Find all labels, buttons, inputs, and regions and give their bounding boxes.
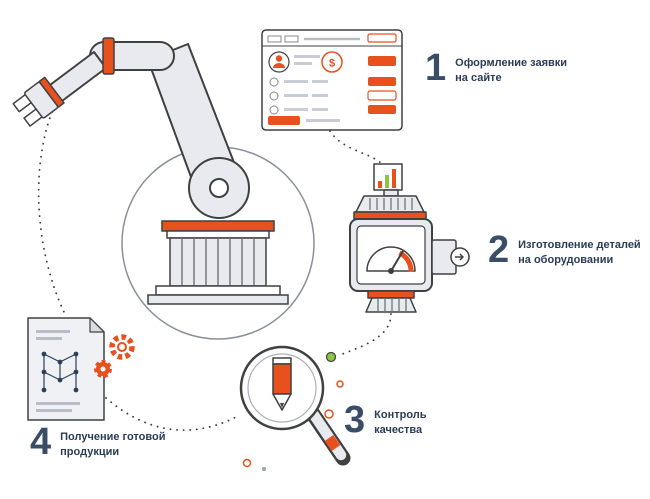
pencil-icon <box>272 357 292 411</box>
arrow-right-icon <box>455 253 464 261</box>
step-2-line2: на оборудовании <box>518 253 614 266</box>
step-2: 2 Изготовление деталей на оборудовании <box>488 229 641 271</box>
step-3: 3 Контроль качества <box>344 399 427 441</box>
magnifier-pencil-icon <box>239 345 351 471</box>
factory-building-icon <box>147 220 289 305</box>
step-1: 1 Оформление заявки на сайте <box>425 47 567 89</box>
step-1-label: Оформление заявки на сайте <box>455 52 567 86</box>
step-3-line2: качества <box>374 423 423 436</box>
step-2-line1: Изготовление деталей <box>518 239 641 251</box>
robot-arm-icon <box>12 37 250 219</box>
order-form-window-icon: $ <box>261 29 403 131</box>
step-3-number: 3 <box>344 399 366 441</box>
dotted-connectors <box>37 111 392 431</box>
machine-gauge-icon <box>349 163 470 313</box>
step-4-line1: Получение готовой <box>60 431 166 443</box>
step-3-label: Контроль качества <box>374 404 426 438</box>
step-4-label: Получение готовой продукции <box>60 426 165 460</box>
step-1-line2: на сайте <box>455 71 502 84</box>
document-gears-icon <box>27 317 135 421</box>
green-dot <box>325 351 337 363</box>
step-1-number: 1 <box>425 47 447 89</box>
dollar-coin-icon: $ <box>329 58 335 70</box>
step-2-label: Изготовление деталей на оборудовании <box>518 234 641 268</box>
step-4: 4 Получение готовой продукции <box>30 421 165 463</box>
step-2-number: 2 <box>488 229 510 271</box>
step-4-line2: продукции <box>60 445 120 458</box>
flowchart-nodes <box>41 351 79 393</box>
step-1-line1: Оформление заявки <box>455 57 568 69</box>
step-3-line1: Контроль <box>374 409 427 421</box>
step-4-number: 4 <box>30 421 52 463</box>
gear-icon <box>94 334 135 378</box>
